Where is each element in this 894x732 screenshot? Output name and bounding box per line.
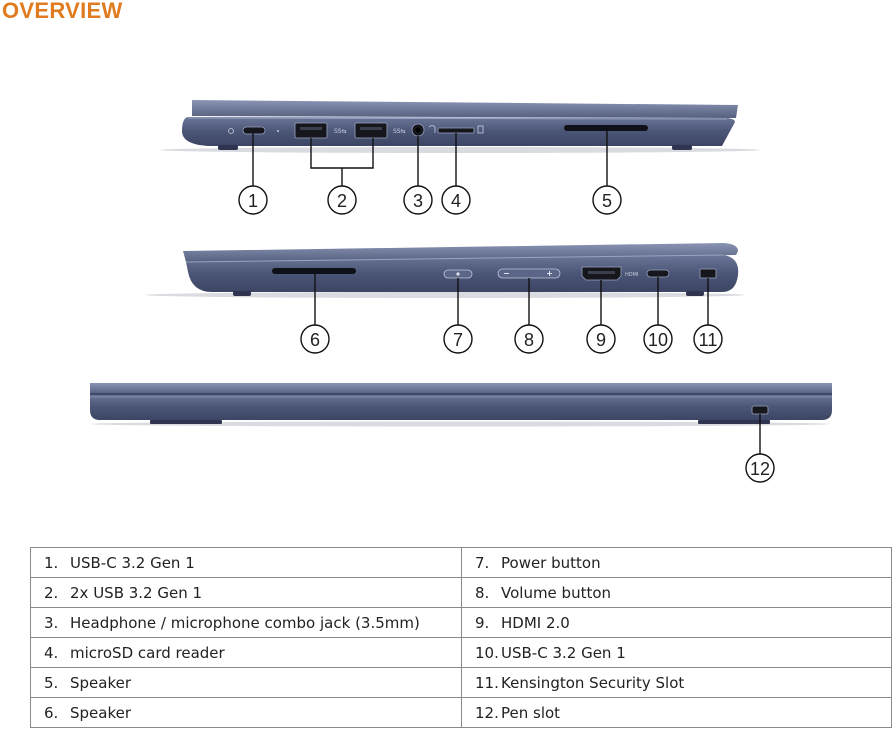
volume-rocker [497,268,561,279]
callout-4: 4 [441,185,471,215]
legend-number: 9. [475,613,490,632]
callout-6: 6 [300,324,330,354]
hdmi-port [581,266,622,281]
legend-number: 8. [475,583,490,602]
usb-a-port-1 [294,122,328,139]
legend-label: USB-C 3.2 Gen 1 [70,553,195,572]
table-row: 5. Speaker 11.Kensington Security Slot [30,667,892,698]
callout-2: 2 [327,185,357,215]
legend-label: Headphone / microphone combo jack (3.5mm… [70,613,420,632]
callout-number: 12 [750,459,770,479]
callout-10: 10 [643,324,673,354]
laptop-right-side-view: HDMI [145,243,745,325]
legend-number: 7. [475,553,490,572]
legend-number: 1. [44,553,59,572]
callout-number: 1 [248,191,258,211]
legend-number: 4. [44,643,59,662]
legend-label: 2x USB 3.2 Gen 1 [70,583,203,602]
legend-label: Speaker [70,703,132,722]
legend-cell: 7. Power button [461,547,892,578]
callout-number: 7 [453,330,463,350]
callout-number: 11 [699,330,718,350]
legend-label: microSD card reader [70,643,225,662]
legend-label: Pen slot [501,703,561,722]
callout-number: 2 [337,191,347,211]
callout-9: 9 [586,324,616,354]
legend-label: HDMI 2.0 [501,613,570,632]
callout-number: 9 [596,330,606,350]
legend-label: Volume button [501,583,612,602]
legend-cell: 11.Kensington Security Slot [461,667,892,698]
usb-logo-label: SS⇆ [393,128,406,135]
callout-3: 3 [403,185,433,215]
speaker-grille-2 [272,268,356,274]
legend-cell: 5. Speaker [30,667,462,698]
callout-number: 8 [524,330,534,350]
table-row: 1. USB-C 3.2 Gen 1 7. Power button [30,547,892,578]
usb-a-port-2 [354,122,388,139]
laptop-side-views-diagram: SS⇆ SS⇆ [90,100,832,483]
legend-label: Speaker [70,673,132,692]
kensington-slot [699,268,717,279]
microsd-slot [437,127,475,134]
legend-cell: 2. 2x USB 3.2 Gen 1 [30,577,462,608]
legend-number: 11. [475,673,499,692]
audio-jack [411,123,425,137]
legend-number: 3. [44,613,59,632]
callout-5: 5 [592,185,622,215]
legend-cell: 12.Pen slot [461,697,892,728]
callout-number: 4 [451,191,461,211]
table-row: 4. microSD card reader 10.USB-C 3.2 Gen 1 [30,637,892,668]
legend-number: 6. [44,703,59,722]
speaker-grille-1 [564,125,648,131]
callout-number: 10 [648,330,668,350]
legend-cell: 3. Headphone / microphone combo jack (3.5… [30,607,462,638]
callout-1: 1 [238,185,268,215]
legend-number: 5. [44,673,59,692]
callout-number: 5 [602,191,612,211]
legend-number: 12. [475,703,499,722]
laptop-left-side-view: SS⇆ SS⇆ [160,100,760,186]
table-row: 2. 2x USB 3.2 Gen 1 8. Volume button [30,577,892,608]
callout-number: 3 [413,191,423,211]
legend-cell: 6. Speaker [30,697,462,728]
legend-cell: 10.USB-C 3.2 Gen 1 [461,637,892,668]
callout-12: 12 [745,453,775,483]
legend-label: USB-C 3.2 Gen 1 [501,643,626,662]
legend-number: 2. [44,583,59,602]
usb-logo-label: SS⇆ [334,128,347,135]
legend-label: Kensington Security Slot [501,673,685,692]
legend-cell: 9. HDMI 2.0 [461,607,892,638]
port-legend-table: 1. USB-C 3.2 Gen 1 7. Power button 2. 2x US… [30,547,892,728]
usb-c-port-1 [242,126,266,135]
legend-number: 10. [475,643,499,662]
legend-cell: 8. Volume button [461,577,892,608]
table-row: 3. Headphone / microphone combo jack (3.5… [30,607,892,638]
pen-slot [751,405,769,415]
callout-8: 8 [514,324,544,354]
legend-cell: 1. USB-C 3.2 Gen 1 [30,547,462,578]
usb-c-port-2 [646,269,670,278]
table-row: 6. Speaker 12.Pen slot [30,697,892,728]
laptop-front-view [90,383,832,454]
callout-7: 7 [443,324,473,354]
callout-11: 11 [693,324,723,354]
hdmi-text-label: HDMI [625,272,638,278]
callout-number: 6 [310,330,320,350]
page-title: OVERVIEW [2,0,123,23]
legend-cell: 4. microSD card reader [30,637,462,668]
legend-label: Power button [501,553,601,572]
power-button [443,269,473,279]
